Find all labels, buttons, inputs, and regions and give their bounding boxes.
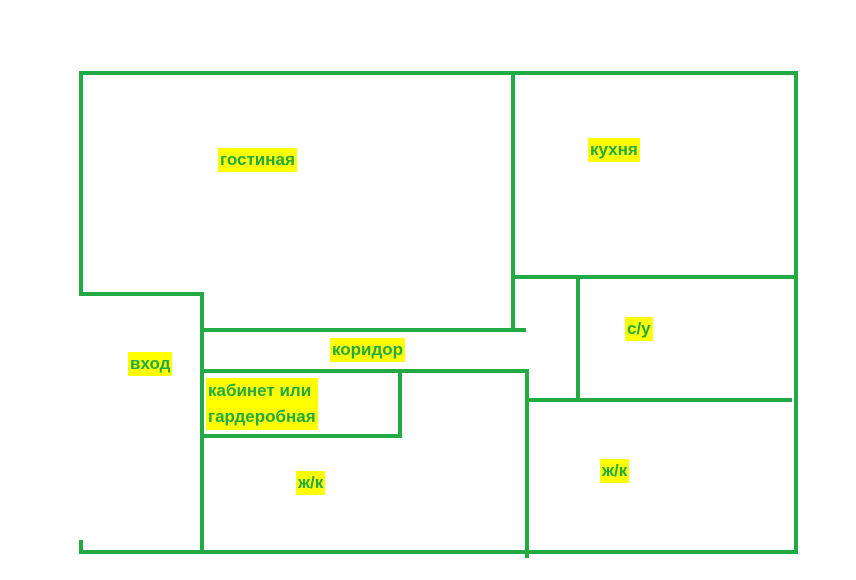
room-label-bathroom: с/у — [625, 317, 653, 341]
room-label-bedroom-right: ж/к — [600, 459, 630, 483]
room-label-study-line2: гардеробная — [208, 407, 316, 426]
room-label-kitchen: кухня — [588, 138, 640, 162]
room-label-entrance: вход — [128, 352, 173, 376]
room-label-living-room: гостиная — [218, 148, 297, 172]
room-label-corridor: коридор — [330, 338, 406, 362]
room-label-study-line1: кабинет или — [208, 381, 312, 400]
room-label-study: кабинет или гардеробная — [206, 378, 318, 430]
room-label-bedroom-left: ж/к — [296, 471, 326, 495]
